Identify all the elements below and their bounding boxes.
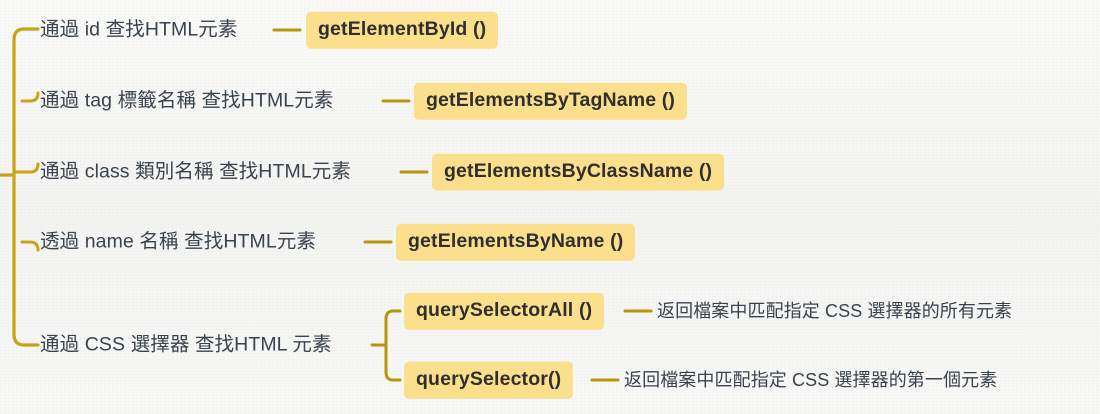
method-tag-query-selector-all[interactable]: querySelectorAll (): [404, 292, 605, 330]
method-tag-get-element-by-id[interactable]: getElementById (): [306, 11, 499, 49]
branch-label-name: 透過 name 名稱 查找HTML元素: [40, 230, 317, 253]
description-query-selector-all: 返回檔案中匹配指定 CSS 選擇器的所有元素: [657, 301, 1013, 321]
description-query-selector: 返回檔案中匹配指定 CSS 選擇器的第一個元素: [624, 370, 998, 390]
method-tag-get-elements-by-tag-name[interactable]: getElementsByTagName (): [414, 82, 688, 120]
branch-hook-1: [20, 91, 40, 103]
branch-label-class: 通過 class 類別名稱 查找HTML元素: [40, 160, 351, 183]
method-tag-query-selector[interactable]: querySelector(): [404, 361, 574, 399]
branch-label-css-selector: 通過 CSS 選擇器 查找HTML 元素: [40, 333, 332, 356]
root-bracket-spine: [12, 27, 40, 347]
branch-label-tag: 通過 tag 標籤名稱 查找HTML元素: [40, 89, 334, 112]
branch-hook-2: [12, 162, 40, 174]
method-tag-get-elements-by-class-name[interactable]: getElementsByClassName (): [432, 153, 725, 191]
branch-hook-3: [20, 240, 40, 252]
branch-label-id: 通過 id 查找HTML元素: [40, 18, 238, 41]
method-tag-get-elements-by-name[interactable]: getElementsByName (): [396, 223, 636, 261]
sub-bracket-spine: [384, 309, 402, 382]
